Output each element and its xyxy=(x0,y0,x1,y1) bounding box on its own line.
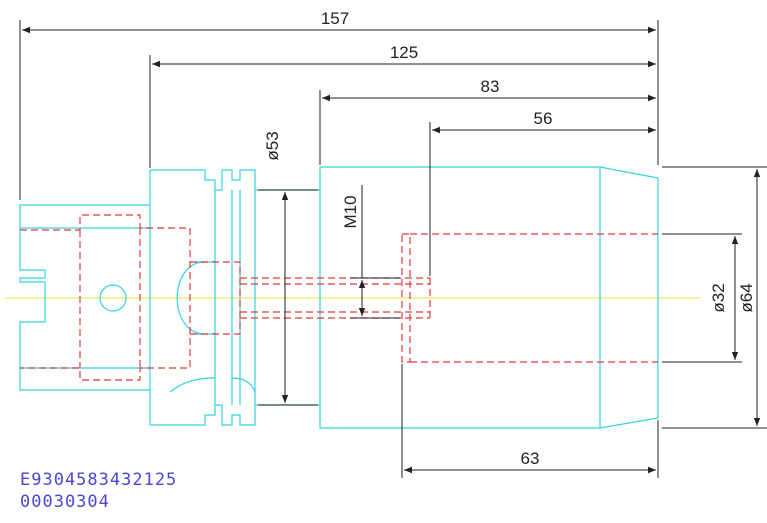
dimension-lines xyxy=(19,20,767,478)
dim-157-label: 157 xyxy=(321,9,349,28)
dim-32-label: ø32 xyxy=(709,283,728,312)
dim-53-label: ø53 xyxy=(263,131,282,160)
dim-125-label: 125 xyxy=(390,43,418,62)
dim-m10-label: M10 xyxy=(341,195,360,228)
dim-83-label: 83 xyxy=(481,77,500,96)
part-code-line1: E9304583432125 xyxy=(20,470,178,490)
dim-64-label: ø64 xyxy=(737,283,756,312)
dim-63-label: 63 xyxy=(521,449,540,468)
part-code-line2: 00030304 xyxy=(20,492,110,512)
dim-56-label: 56 xyxy=(534,109,553,128)
main-body xyxy=(319,166,659,429)
